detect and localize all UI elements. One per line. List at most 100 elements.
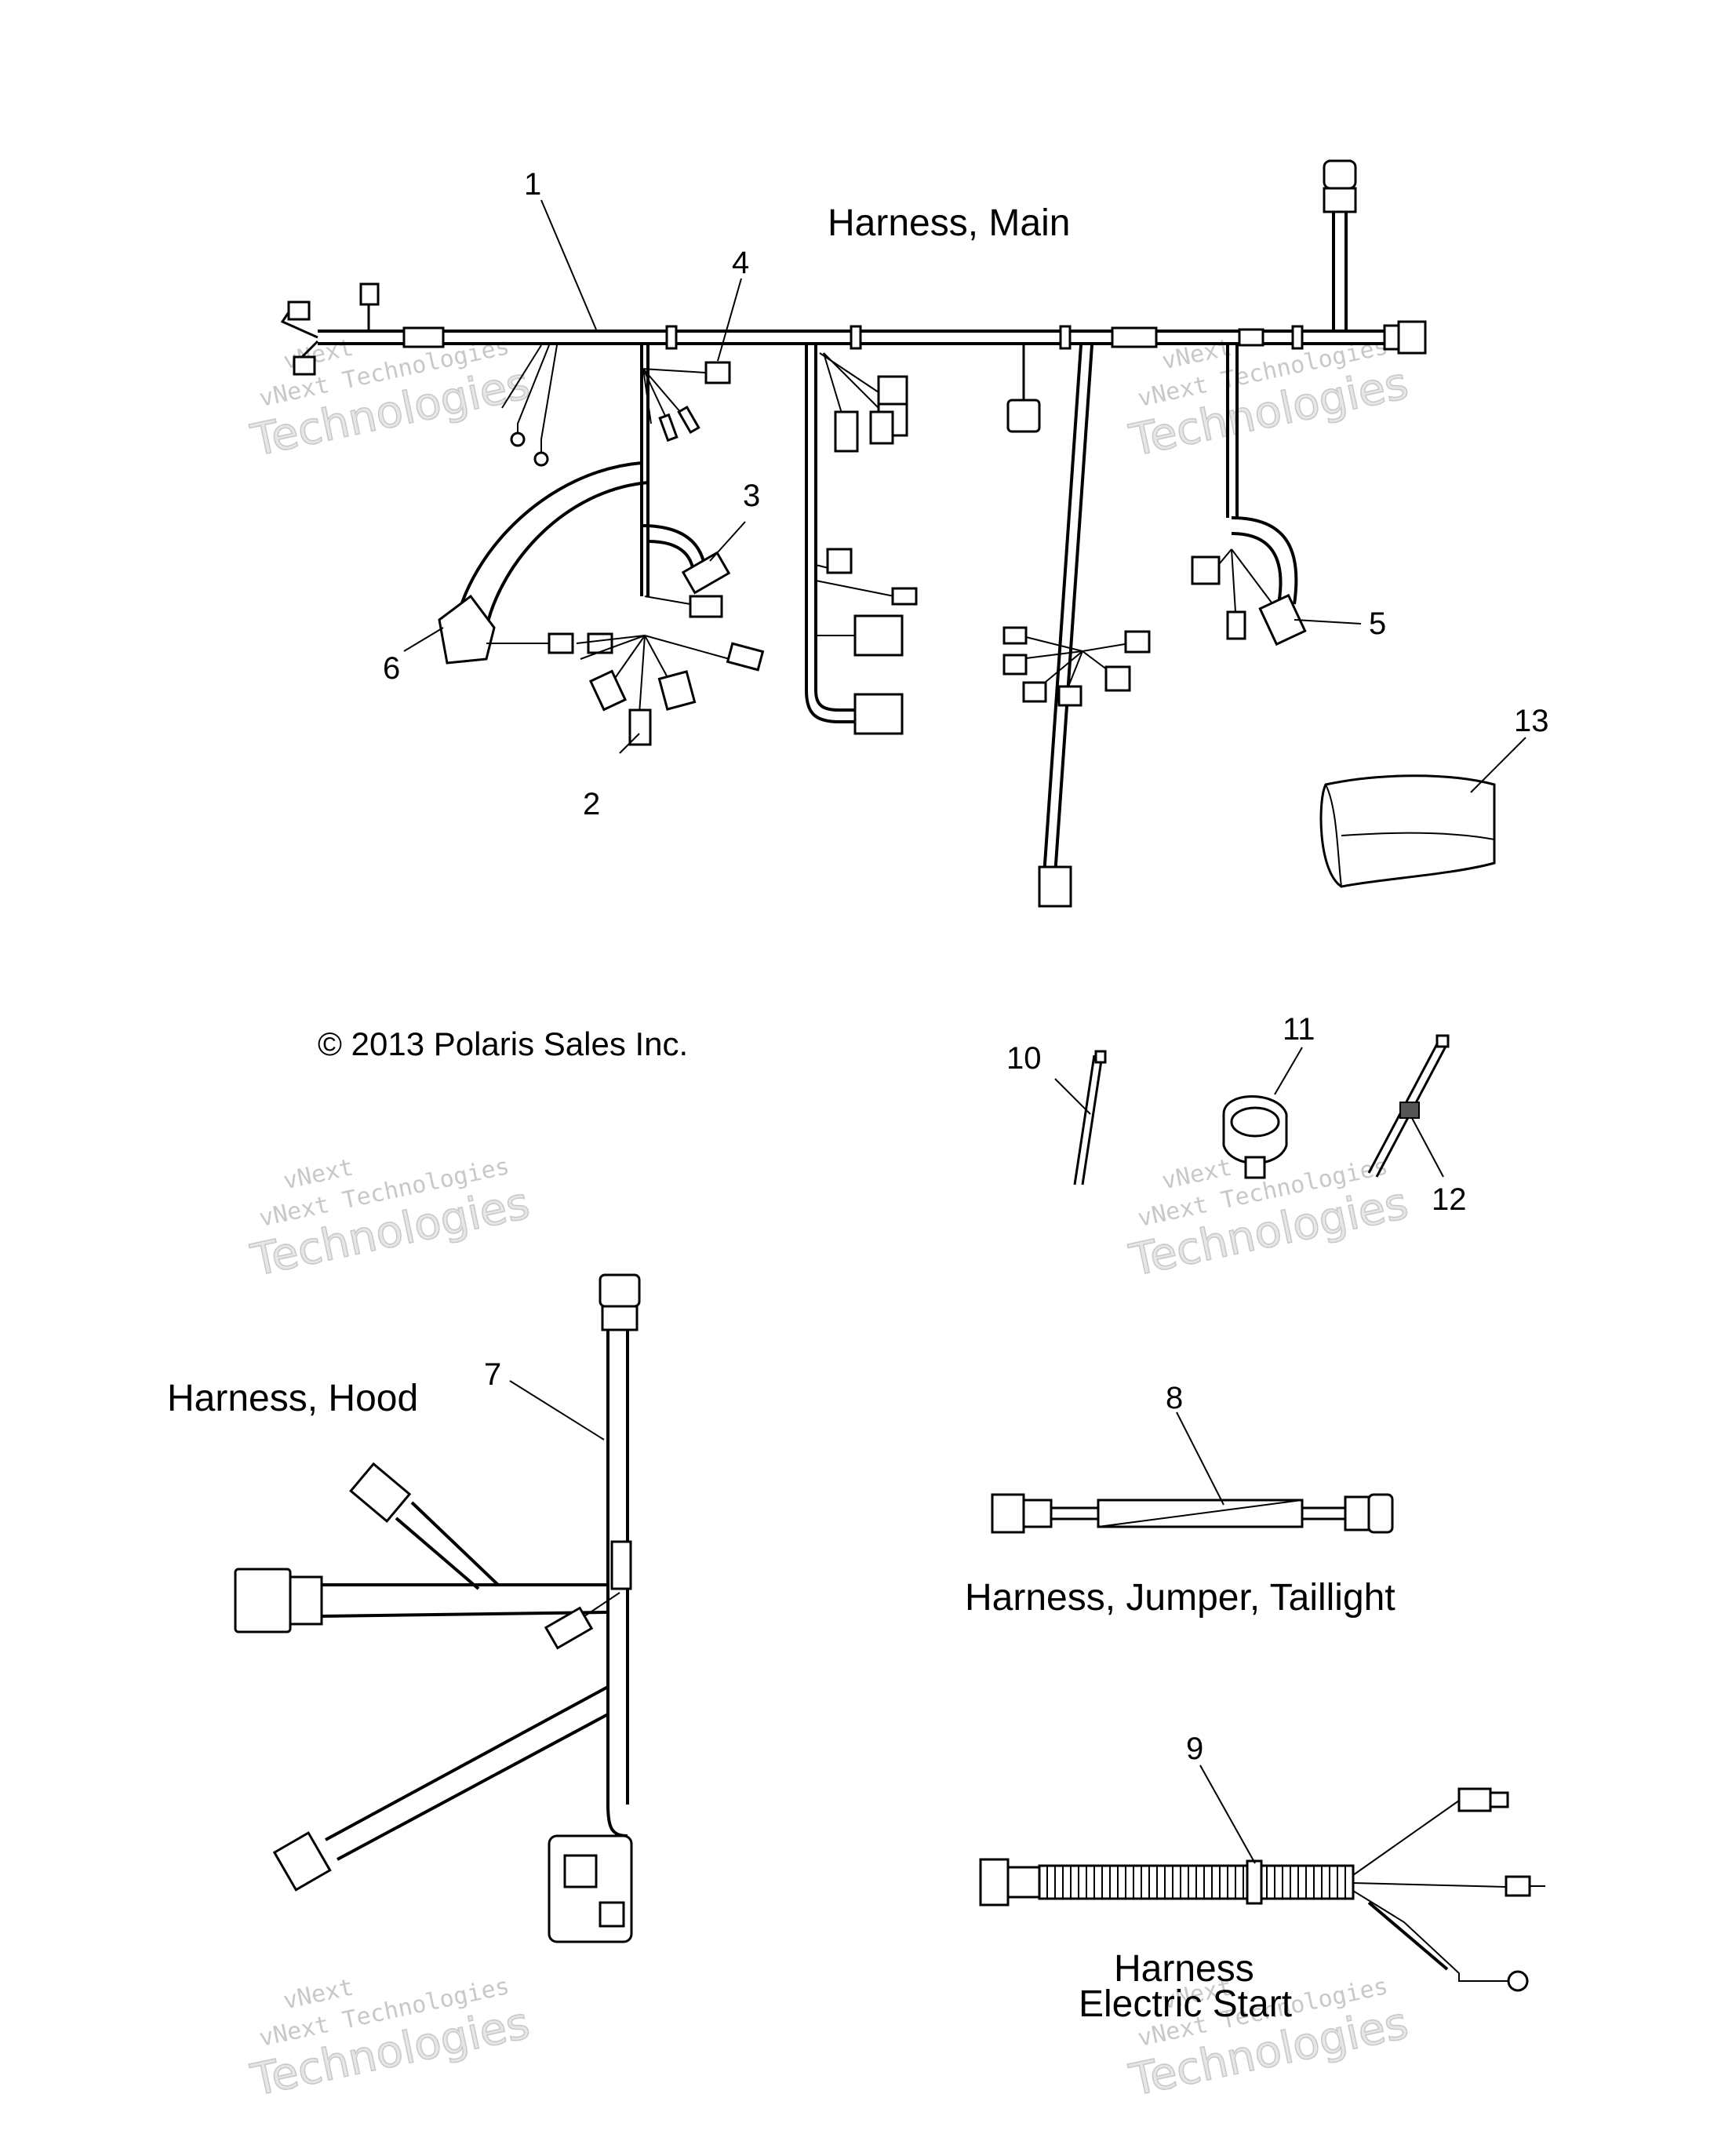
title-main-harness: Harness, Main — [828, 202, 1070, 244]
part-10-tie — [1073, 1050, 1107, 1185]
callout-6: 6 — [383, 651, 400, 686]
cable-tie — [1073, 1054, 1096, 1185]
leader-3 — [709, 521, 746, 562]
cable-tie-head — [1094, 1050, 1107, 1064]
title-electric-start-line2: Electric Start — [1079, 1983, 1292, 2025]
watermark-top-left: vNext vNext Technologies Technologies — [246, 333, 535, 468]
connector — [1226, 610, 1246, 640]
clip — [665, 325, 678, 350]
connector — [599, 1273, 641, 1308]
leader-5 — [1294, 619, 1362, 625]
branch-wire — [1352, 1890, 1510, 1982]
tie-mount-head — [1435, 1034, 1450, 1048]
part-12-tie-mount — [1367, 1034, 1450, 1178]
branch-wire — [1352, 1800, 1460, 1876]
leader-9 — [1199, 1764, 1256, 1864]
center-branch — [805, 345, 855, 723]
connector — [234, 1568, 292, 1633]
branch-wire — [1352, 1882, 1507, 1888]
leader-lines — [403, 199, 1526, 1864]
leader-12 — [1411, 1117, 1444, 1178]
diagonal-branch — [1042, 344, 1082, 887]
sleeve — [402, 326, 445, 348]
connector — [548, 632, 574, 654]
connector — [1191, 555, 1221, 585]
connector — [869, 410, 894, 445]
part-13-sleeve — [1319, 774, 1496, 888]
branch-wire — [641, 368, 707, 373]
connector — [1457, 1787, 1492, 1812]
branch-wire — [1019, 650, 1083, 660]
callout-3: 3 — [743, 479, 760, 513]
branch-wire — [1066, 650, 1083, 691]
callouts: 1 2 3 4 5 6 7 8 9 10 11 12 13 — [383, 167, 1549, 1766]
connector — [1022, 681, 1047, 703]
connector — [287, 300, 311, 321]
connector-3 — [681, 551, 731, 595]
conduit-band — [1246, 1859, 1263, 1905]
connector — [1367, 1493, 1394, 1534]
connector — [1022, 1499, 1053, 1528]
connector — [689, 595, 723, 618]
conduit-short — [1367, 1901, 1449, 1971]
branch-wire — [644, 595, 691, 605]
hood-trunk-end — [606, 1804, 628, 1837]
jumper-harness — [991, 1493, 1394, 1534]
curved-branch — [485, 481, 649, 651]
connector — [1006, 1866, 1041, 1899]
leader-7 — [509, 1380, 605, 1440]
connector — [1489, 1791, 1509, 1808]
branch-wire — [815, 580, 895, 597]
branch-wire — [1231, 548, 1279, 613]
callout-10: 10 — [1006, 1041, 1042, 1076]
connector — [544, 1606, 594, 1650]
connector — [601, 1305, 639, 1331]
callout-5: 5 — [1369, 606, 1386, 641]
branch-wire — [1082, 643, 1130, 652]
connector — [1397, 320, 1427, 355]
leader-2 — [619, 733, 640, 754]
ring-wire — [517, 344, 550, 435]
connector — [1323, 187, 1357, 213]
leader-6 — [403, 627, 444, 652]
callout-4: 4 — [732, 246, 749, 280]
clip-tab — [1244, 1156, 1266, 1179]
connector-5 — [1258, 593, 1307, 646]
branch-wire — [1019, 635, 1083, 652]
ring-terminal — [1507, 1970, 1529, 1992]
clip — [1291, 325, 1304, 350]
sleeve-body — [1319, 774, 1496, 888]
branch-wire — [642, 368, 652, 424]
leader-13 — [1470, 737, 1526, 793]
watermark-bottom-left: vNext vNext Technologies Technologies — [246, 1972, 535, 2107]
callout-11: 11 — [1283, 1012, 1315, 1047]
electric-start-harness — [979, 1787, 1545, 1992]
callout-8: 8 — [1166, 1381, 1183, 1415]
connector — [1383, 324, 1400, 351]
branch-wire — [576, 635, 646, 644]
leader-4 — [717, 278, 742, 362]
connector — [293, 355, 316, 376]
clip — [850, 325, 862, 350]
connector — [826, 548, 853, 574]
connector-detail — [599, 1901, 625, 1928]
connector — [1038, 865, 1072, 908]
connector — [1057, 685, 1082, 707]
connector — [979, 1858, 1010, 1907]
clip — [1059, 325, 1072, 350]
sleeve-edge — [1341, 832, 1495, 840]
connector — [891, 587, 918, 606]
connector — [289, 1575, 323, 1626]
connector — [991, 1493, 1025, 1534]
connector — [359, 282, 380, 306]
connector — [726, 642, 765, 672]
sleeve — [1111, 326, 1158, 348]
ring-wire — [501, 344, 542, 409]
branch-5-curve — [1231, 516, 1298, 605]
leader-8 — [1176, 1411, 1224, 1506]
callout-12: 12 — [1432, 1182, 1467, 1217]
connector — [1505, 1875, 1531, 1897]
tie-mount-anchor — [1399, 1102, 1420, 1119]
titles: Harness, Main Harness, Hood Harness, Jum… — [167, 202, 1395, 2025]
center-branch — [814, 345, 855, 712]
